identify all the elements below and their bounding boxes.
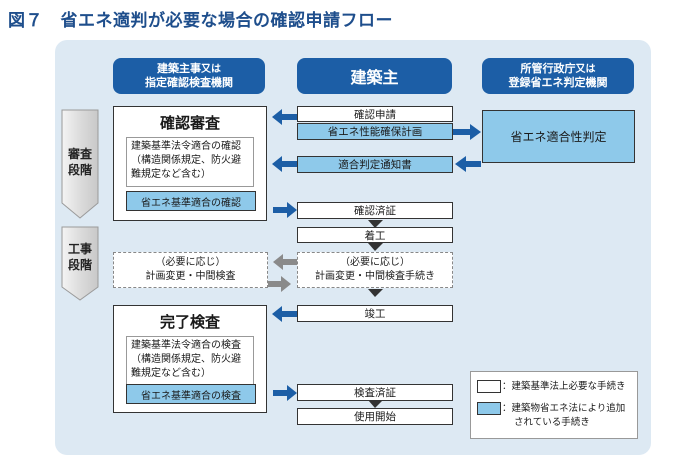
- left-change-line2: 計画変更・中間検査: [145, 271, 236, 282]
- legend-blue-label-line2: されている手続き: [514, 417, 590, 428]
- arrow-change-to-left: [273, 254, 297, 270]
- arrow-plan-to-judgement: [453, 124, 481, 140]
- left-change-line1: （必要に応じ）: [155, 257, 226, 268]
- arrow-notice-to-review: [272, 156, 297, 172]
- step-start: 着工: [297, 227, 453, 243]
- legend-blue-label-line1: ：建築物省エネ法により追加: [502, 403, 626, 414]
- header-authority-line1: 所管行政庁: [520, 62, 576, 75]
- step-change-line1: （必要に応じ）: [340, 257, 410, 268]
- arrow-application-to-review: [272, 109, 297, 125]
- step-inspection-certificate: 検査済証: [297, 384, 453, 401]
- header-authority-or: 又は: [575, 64, 596, 75]
- stage-construction-text: 工事段階: [67, 242, 92, 272]
- review-box: 確認審査 建築基準法令適合の確認（構造関係規定、防火避難規定など含む） 省エネ基…: [113, 106, 267, 221]
- review-box-text: 建築基準法令適合の確認（構造関係規定、防火避難規定など含む）: [126, 137, 254, 187]
- complete-box: 完了検査 建築基準法令適合の検査（構造関係規定、防火避難規定など含む） 省エネ基…: [113, 305, 267, 413]
- step-change-line2: 計画変更・中間検査手続き: [315, 271, 435, 282]
- step-certificate: 確認済証: [297, 202, 453, 219]
- legend-white-swatch: [477, 380, 501, 393]
- stage-review-label: 審査段階: [63, 146, 97, 178]
- legend-blue-swatch: [477, 402, 501, 415]
- legend: ：建築基準法上必要な手続き ：建築物省エネ法により追加 されている手続き: [470, 371, 638, 439]
- review-box-title: 確認審査: [159, 114, 220, 132]
- construction-stage-arrow: [61, 226, 99, 301]
- complete-box-title: 完了検査: [159, 313, 220, 331]
- left-change-box: （必要に応じ） 計画変更・中間検査: [113, 252, 268, 288]
- arrow-completion-to-inspection: [272, 306, 297, 322]
- step-use-start: 使用開始: [297, 408, 453, 425]
- header-building-official-line1: 建築主事: [157, 62, 201, 75]
- arrow-certificate2-to-use: [368, 400, 383, 408]
- step-application: 確認申請: [297, 106, 453, 122]
- legend-white-label: ：建築基準法上必要な手続き: [502, 381, 626, 392]
- arrow-change-to-completion: [368, 289, 383, 297]
- header-authority-line2: 登録省エネ判定機関: [508, 76, 608, 89]
- energy-judgement-box: 省エネ適合性判定: [482, 110, 635, 163]
- header-owner-label: 建築主: [350, 68, 399, 87]
- header-building-official: 建築主事又は 指定確認検査機関: [113, 58, 265, 94]
- complete-energy-check: 省エネ基準適合の検査: [126, 384, 256, 404]
- arrow-start-to-change: [368, 243, 383, 251]
- stage-review-text: 審査段階: [67, 147, 92, 177]
- step-energy-plan: 省エネ性能確保計画: [297, 123, 453, 140]
- arrow-certificate-to-start: [368, 220, 383, 228]
- arrow-left-to-change: [267, 276, 291, 292]
- stage-construction-label: 工事段階: [63, 241, 97, 273]
- review-energy-check: 省エネ基準適合の確認: [126, 191, 256, 211]
- step-completion: 竣工: [297, 305, 453, 322]
- page-title: 図７ 省エネ適判が必要な場合の確認申請フロー: [8, 11, 393, 31]
- step-notice: 適合判定通知書: [297, 156, 453, 173]
- header-building-official-line2: 指定確認検査機関: [145, 76, 233, 89]
- header-owner: 建築主: [297, 58, 452, 94]
- header-building-official-or: 又は: [201, 64, 221, 75]
- header-authority: 所管行政庁又は 登録省エネ判定機関: [482, 58, 634, 94]
- review-stage-arrow: [61, 109, 99, 219]
- arrow-review-to-certificate: [273, 202, 297, 218]
- arrow-judgement-to-notice: [455, 156, 481, 172]
- arrow-inspection-to-certificate: [273, 385, 297, 401]
- complete-box-text: 建築基準法令適合の検査（構造関係規定、防火避難規定など含む）: [126, 336, 254, 386]
- step-change: （必要に応じ） 計画変更・中間検査手続き: [297, 252, 453, 288]
